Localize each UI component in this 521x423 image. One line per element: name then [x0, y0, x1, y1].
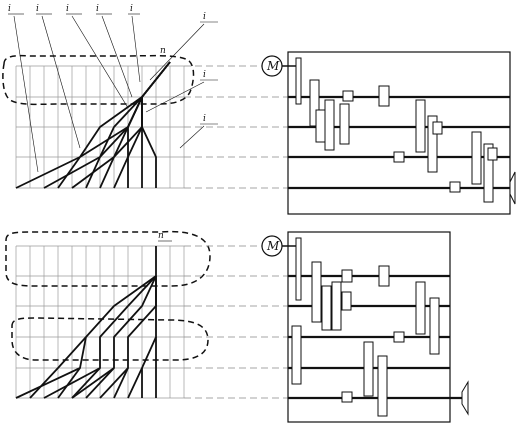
bottom-output-pulley — [461, 380, 469, 416]
top-label-leaders — [8, 13, 218, 173]
bottom-speed-graph: n — [5, 230, 211, 399]
top-gears — [295, 57, 498, 203]
bottom-motor-label: M — [266, 239, 280, 253]
top-motor-label: M — [266, 59, 280, 73]
top-speed-lines — [15, 61, 171, 189]
top-labels: i i i i i i i i n — [8, 4, 206, 124]
bottom-gears — [291, 237, 440, 417]
top-label-6: i — [203, 12, 206, 22]
bottom-dashed-region-lower — [11, 317, 209, 361]
top-dashed-region — [2, 54, 195, 106]
bottom-gearbox-housing — [287, 231, 451, 423]
top-speed-graph: i i i i i i i i n — [2, 4, 218, 189]
top-label-7: i — [203, 70, 206, 80]
top-speed-label: n — [160, 46, 166, 56]
bottom-projection-lines — [184, 245, 288, 399]
bottom-dashed-region-upper — [5, 230, 211, 287]
bottom-speed-label: n — [158, 231, 164, 241]
top-label-8: i — [203, 114, 206, 124]
top-label-1: i — [8, 4, 11, 14]
top-gearbox-housing — [287, 51, 511, 215]
bottom-gearbox: M — [261, 231, 469, 423]
top-label-5: i — [130, 4, 133, 14]
top-label-3: i — [66, 4, 69, 14]
bottom-clutches — [341, 265, 405, 403]
top-output-pulley — [509, 171, 516, 205]
top-gearbox: M — [261, 51, 516, 215]
top-label-2: i — [36, 4, 39, 14]
bottom-speed-lines — [15, 246, 157, 399]
top-clutches — [342, 85, 461, 193]
top-label-4: i — [96, 4, 99, 14]
top-projection-lines — [184, 65, 288, 189]
